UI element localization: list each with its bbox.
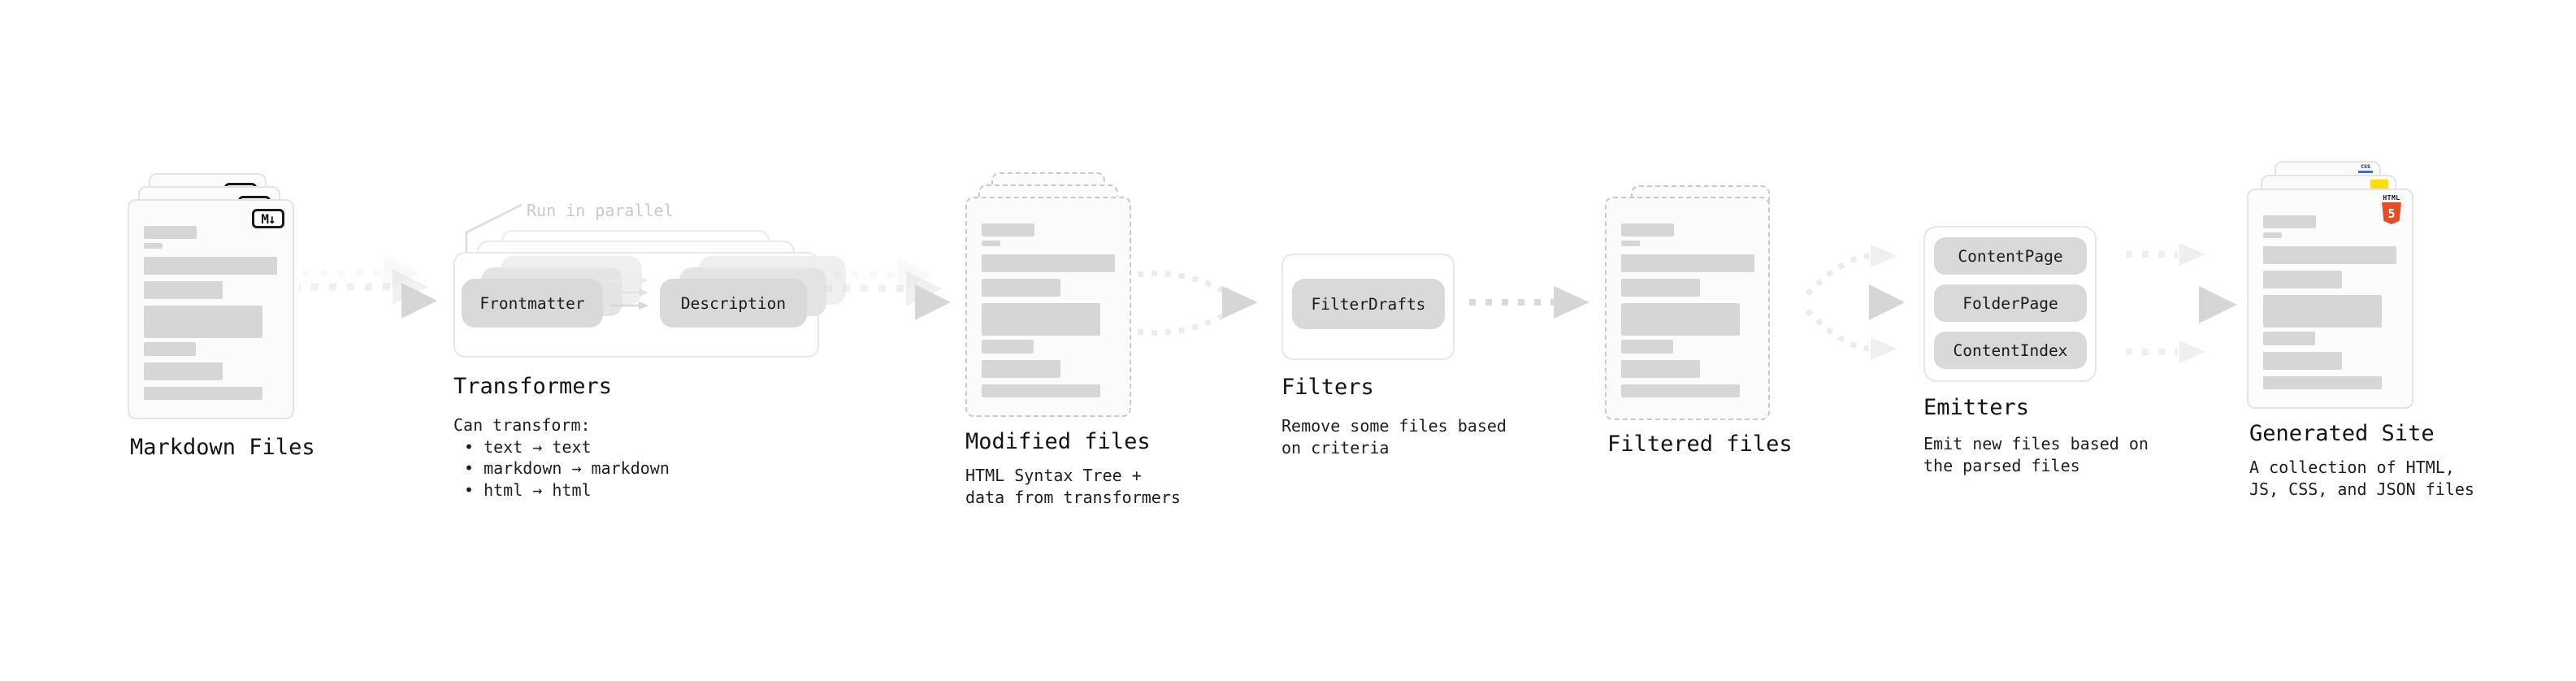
generated-site-desc-line2: JS, CSS, and JSON files (2249, 479, 2474, 499)
modified-files-title: Modified files (965, 429, 1151, 454)
skeleton-text-bar (2263, 215, 2316, 228)
skeleton-text-bar (2263, 246, 2396, 264)
skeleton-text-bar (144, 243, 163, 249)
description-pill: Description (660, 279, 807, 327)
generated-site-title: Generated Site (2249, 421, 2435, 446)
transformers-bullet-1: • text → text (464, 436, 592, 457)
filtered-file-card-front (1605, 197, 1770, 420)
modified-files-desc-line1: HTML Syntax Tree + (965, 466, 1142, 485)
css-icon: CSS (2358, 164, 2373, 173)
arrow-filters-to-filtered-icon (1469, 286, 1589, 319)
skeleton-text-bar (2263, 295, 2382, 327)
arrow-modified-to-filters-icon (1137, 271, 1258, 336)
css-icon-bar (2358, 171, 2373, 173)
skeleton-text-bar (144, 387, 262, 400)
generated-site-description: A collection of HTML, JS, CSS, and JSON … (2249, 457, 2474, 501)
filters-title: Filters (1281, 375, 1374, 400)
html5-icon-shield: 5 (2382, 202, 2401, 224)
emitters-desc-line2: the parsed files (1923, 456, 2080, 475)
generated-site-card-front: HTML 5 (2247, 189, 2413, 409)
emitters-title: Emitters (1923, 395, 2030, 420)
skeleton-text-bar (1621, 303, 1740, 336)
filters-description: Remove some files based on criteria (1281, 415, 1507, 459)
arrow-emitters-to-site-icon (2106, 243, 2237, 363)
html5-icon-label: HTML (2383, 194, 2400, 202)
skeleton-text-bar (1621, 360, 1700, 378)
skeleton-text-bar (2263, 332, 2315, 345)
filtered-files-title: Filtered files (1607, 432, 1793, 457)
skeleton-text-bar (144, 342, 196, 356)
emitters-desc-line1: Emit new files based on (1923, 434, 2149, 453)
filters-desc-line1: Remove some files based (1281, 416, 1507, 436)
arrow-markdown-to-transformers-icon (299, 255, 437, 319)
modified-files-description: HTML Syntax Tree + data from transformer… (965, 465, 1181, 509)
css-icon-label: CSS (2361, 163, 2370, 170)
transformers-bullet-2: • markdown → markdown (464, 458, 670, 478)
markdown-file-card-front: M↓ (128, 199, 294, 419)
modified-files-desc-line2: data from transformers (965, 488, 1181, 507)
skeleton-text-bar (144, 306, 262, 338)
skeleton-text-bar (1621, 279, 1700, 297)
skeleton-text-bar (144, 281, 223, 299)
skeleton-text-bar (982, 241, 1000, 246)
frontmatter-pill: Frontmatter (462, 279, 603, 327)
transformers-bullet-3: • html → html (464, 479, 592, 500)
skeleton-text-bar (144, 226, 197, 239)
skeleton-text-bar (982, 279, 1060, 297)
skeleton-text-bar (144, 257, 277, 275)
contentindex-pill: ContentIndex (1934, 332, 2087, 369)
html5-icon: HTML 5 (2380, 194, 2403, 224)
markdown-icon: M↓ (252, 209, 284, 228)
skeleton-text-bar (1621, 384, 1740, 397)
annotation-leader-line (465, 203, 523, 252)
skeleton-text-bar (982, 384, 1100, 397)
markdown-files-title: Markdown Files (130, 435, 315, 460)
folderpage-pill: FolderPage (1934, 284, 2087, 322)
arrow-transformers-to-modified-icon (813, 257, 951, 320)
transformers-desc-heading: Can transform: (453, 415, 591, 435)
skeleton-text-bar (1621, 241, 1640, 246)
skeleton-text-bar (2263, 232, 2282, 238)
parallel-arrows-icon (609, 276, 648, 310)
skeleton-text-bar (982, 303, 1100, 336)
transformers-description: Can transform: • text → text • markdown … (453, 414, 670, 501)
skeleton-text-bar (982, 254, 1115, 272)
skeleton-text-bar (982, 340, 1034, 354)
skeleton-text-bar (1621, 223, 1674, 236)
skeleton-text-bar (1621, 254, 1754, 272)
skeleton-text-bar (982, 223, 1034, 236)
modified-file-card-front (965, 197, 1131, 417)
contentpage-pill: ContentPage (1934, 237, 2087, 275)
skeleton-text-bar (144, 362, 223, 380)
js-icon (2370, 180, 2388, 189)
arrow-filtered-to-emitters-icon (1781, 245, 1905, 360)
skeleton-text-bar (2263, 271, 2342, 288)
skeleton-text-bar (2263, 376, 2382, 389)
skeleton-text-bar (1621, 340, 1673, 354)
skeleton-text-bar (982, 360, 1060, 378)
transformers-title: Transformers (453, 374, 613, 399)
emitters-description: Emit new files based on the parsed files (1923, 433, 2149, 477)
filters-desc-line2: on criteria (1281, 438, 1390, 458)
run-in-parallel-note: Run in parallel (527, 201, 674, 220)
generated-site-desc-line1: A collection of HTML, (2249, 458, 2455, 477)
filterdrafts-pill: FilterDrafts (1292, 279, 1445, 329)
skeleton-text-bar (2263, 352, 2342, 370)
